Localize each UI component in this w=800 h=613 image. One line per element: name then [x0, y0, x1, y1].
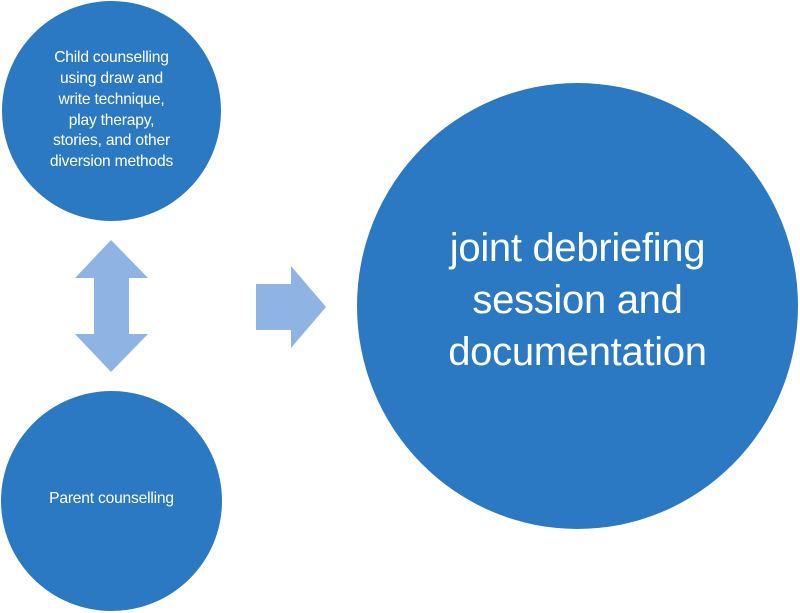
right-arrow-icon [256, 266, 326, 348]
node-child-counselling: Child counselling using draw and write t… [2, 1, 221, 221]
node-joint-debriefing-label: joint debriefing session and documentati… [448, 226, 707, 374]
node-parent-counselling: Parent counselling [1, 391, 222, 611]
node-joint-debriefing: joint debriefing session and documentati… [357, 83, 798, 529]
node-parent-counselling-label: Parent counselling [49, 490, 174, 508]
node-child-counselling-label: Child counselling using draw and write t… [49, 49, 174, 171]
double-vertical-arrow-icon [75, 240, 148, 372]
